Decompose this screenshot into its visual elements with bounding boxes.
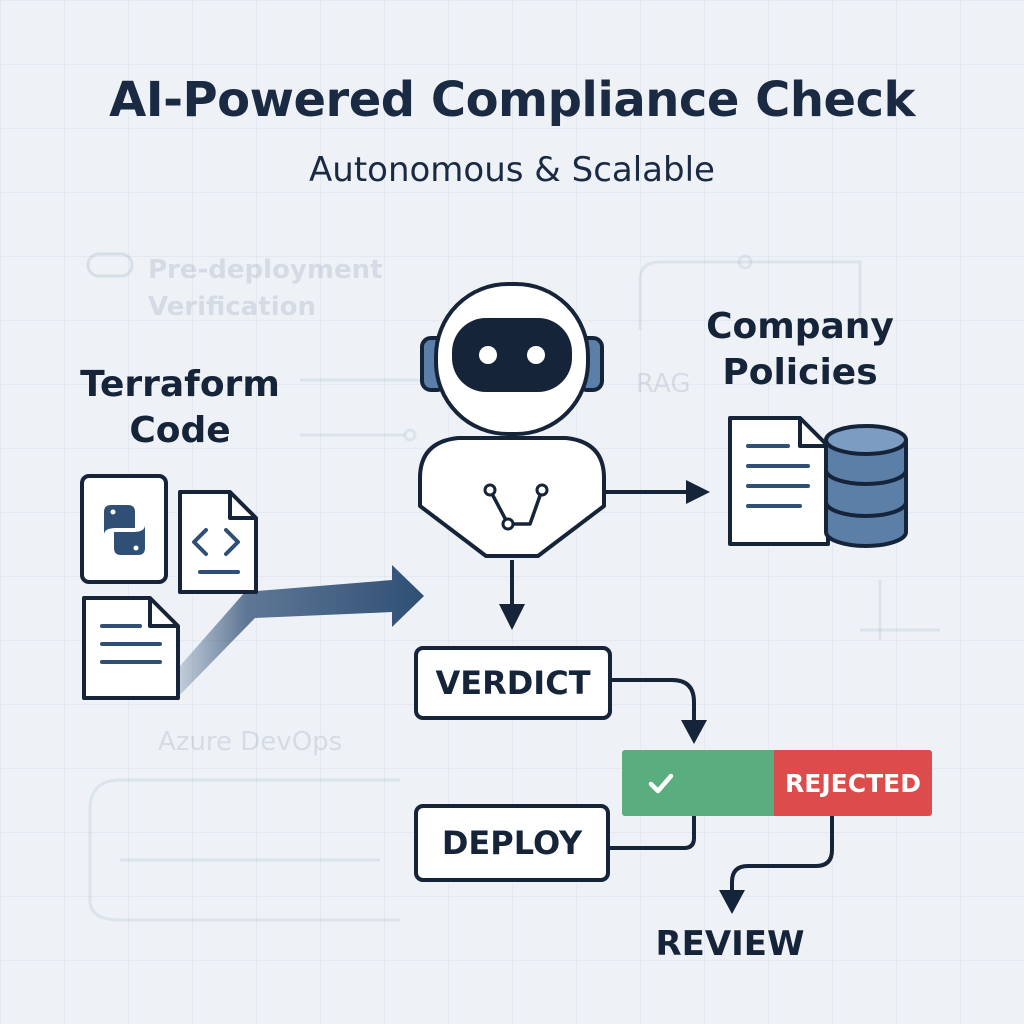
rejected-segment: REJECTED (774, 750, 932, 816)
policy-document-icon (728, 416, 830, 546)
input-flow-arrow (150, 565, 424, 700)
python-file-icon (80, 474, 168, 584)
ghost-label-azure-devops: Azure DevOps (158, 727, 343, 757)
approved-segment (622, 750, 774, 816)
text-file-icon (82, 596, 180, 700)
result-arrow (610, 678, 707, 744)
page-subtitle: Autonomous & Scalable (309, 150, 715, 190)
review-arrow (719, 816, 834, 914)
verdict-arrow (499, 560, 525, 630)
verdict-box: VERDICT (414, 646, 612, 720)
deploy-label: DEPLOY (441, 824, 583, 862)
deploy-box: DEPLOY (414, 804, 610, 882)
ghost-label-rag: RAG (636, 369, 691, 399)
policies-arrow (604, 480, 710, 504)
terraform-code-label: Terraform Code (60, 362, 300, 454)
terraform-label-line2: Code (129, 410, 231, 451)
robot-icon (418, 282, 606, 558)
code-file-icon (178, 490, 258, 594)
terraform-label-line1: Terraform (80, 364, 280, 405)
policies-label-line2: Policies (722, 352, 878, 393)
company-policies-label: Company Policies (690, 304, 910, 396)
page-title: AI-Powered Compliance Check (109, 72, 915, 128)
database-icon (824, 424, 908, 548)
deploy-connector (610, 816, 696, 850)
policies-label-line1: Company (706, 306, 894, 347)
ghost-label-pre-deployment: Pre-deployment (148, 255, 383, 285)
checkmark-icon (648, 773, 674, 794)
result-status-bar: REJECTED (622, 750, 932, 816)
verdict-label: VERDICT (435, 664, 591, 702)
review-label: REVIEW (655, 924, 805, 964)
ghost-label-verification: Verification (148, 292, 317, 322)
